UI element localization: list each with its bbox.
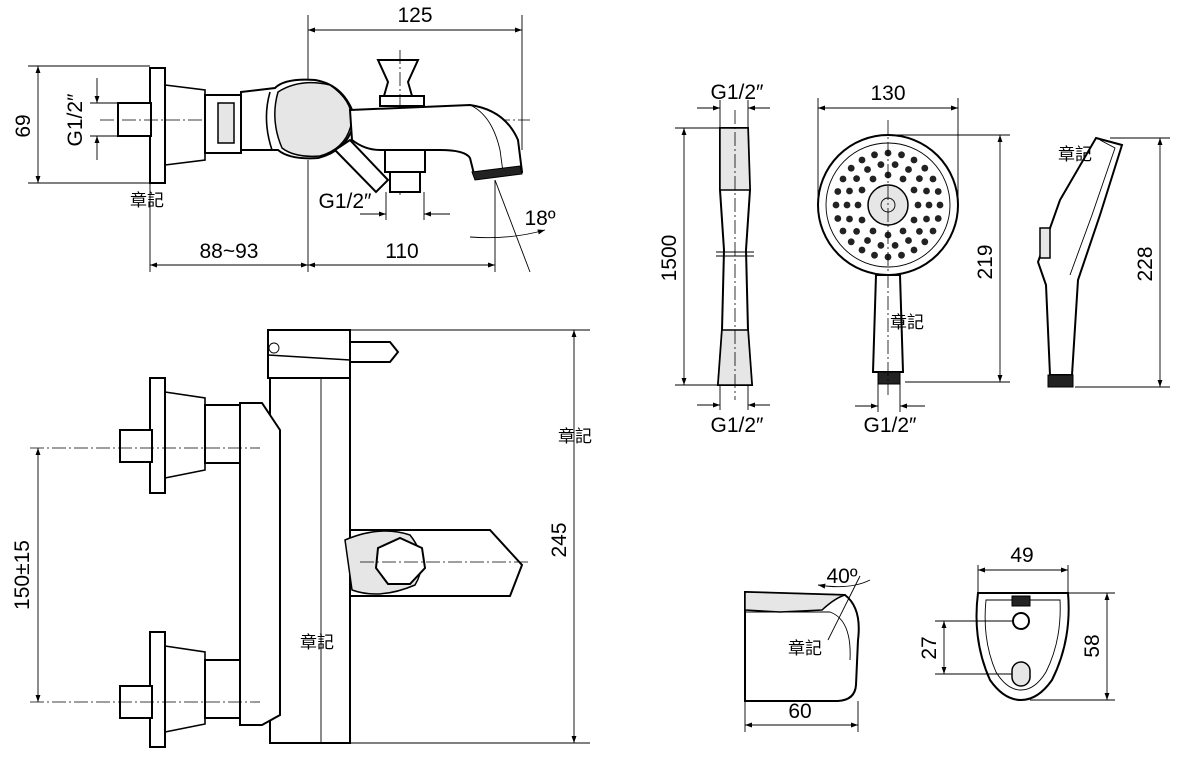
nozzle-dot <box>839 175 847 183</box>
nozzle-dot <box>898 151 905 159</box>
nozzle-dot <box>929 227 937 235</box>
dim-shower-thread: G1/2″ <box>864 414 918 437</box>
dim-shower-height: 219 <box>974 244 997 279</box>
nozzle-dot <box>899 175 907 183</box>
nozzle-dot <box>929 175 937 183</box>
dim-spout-length: 110 <box>385 240 418 263</box>
nozzle-dot <box>846 187 853 195</box>
nozzle-dot <box>921 238 929 246</box>
nozzle-dot <box>871 251 878 259</box>
nozzle-dot <box>916 175 923 183</box>
nozzle-dot <box>853 175 860 183</box>
stamp-holder-side: 章記 <box>788 639 822 659</box>
dim-holder-depth: 60 <box>788 700 811 723</box>
stamp-shower-front: 章記 <box>890 313 924 333</box>
dim-side-height: 228 <box>1134 246 1157 281</box>
nozzle-dot <box>934 188 942 195</box>
nozzle-dot <box>916 228 923 235</box>
nozzle-dot <box>858 246 866 254</box>
dim-holder-width: 49 <box>1010 544 1033 567</box>
stamp-mixer-front-body: 章記 <box>300 633 334 653</box>
nozzle-dot <box>832 201 840 209</box>
dim-height-69: 69 <box>12 114 35 137</box>
nozzle-dot <box>858 186 866 194</box>
dim-hose-bottom-thread: G1/2″ <box>711 414 765 437</box>
nozzle-dot <box>899 227 907 235</box>
nozzle-dot <box>846 215 853 223</box>
dim-hose-length: 1500 <box>658 235 681 282</box>
dim-shower-diameter: 130 <box>870 82 905 105</box>
nozzle-dot <box>854 201 862 209</box>
mixer-side-view: 125 69 G1/2″ G1/2″ 88~93 110 18º 章記 <box>12 4 556 273</box>
holder-side-view: 40º 60 章記 <box>744 565 871 732</box>
nozzle-dot <box>834 188 842 195</box>
dim-center-distance: 150±15 <box>11 540 34 610</box>
dim-holder-height: 58 <box>1081 634 1104 657</box>
nozzle-dot <box>864 166 871 173</box>
nozzle-dot <box>834 215 842 222</box>
nozzle-dot <box>910 216 918 224</box>
nozzle-dot <box>891 242 899 249</box>
dim-hose-top-thread: G1/2″ <box>711 81 765 104</box>
nozzle-dot <box>869 227 877 235</box>
nozzle-pattern <box>832 149 944 261</box>
nozzle-dot <box>858 156 866 164</box>
nozzle-dot <box>905 166 912 173</box>
nozzle-dot <box>923 215 930 223</box>
nozzle-dot <box>936 201 944 209</box>
nozzle-dot <box>898 251 905 259</box>
nozzle-dot <box>877 161 885 169</box>
nozzle-dot <box>905 237 912 244</box>
stamp-shower-side: 章記 <box>1058 145 1092 165</box>
hand-shower-front-view: 130 219 G1/2″ 章記 <box>817 82 1010 437</box>
dim-height-245: 245 <box>548 522 571 557</box>
nozzle-dot <box>847 238 855 246</box>
dim-angle-18: 18º <box>524 207 555 230</box>
dim-inlet-thread: G1/2″ <box>64 93 87 147</box>
nozzle-dot <box>914 201 922 209</box>
stamp-mixer-side: 章記 <box>130 191 164 211</box>
nozzle-dot <box>925 201 933 209</box>
hand-shower-side-view: 228 章記 <box>1036 136 1170 388</box>
nozzle-dot <box>843 201 851 209</box>
nozzle-dot <box>877 242 885 249</box>
nozzle-dot <box>934 215 942 222</box>
nozzle-dot <box>923 187 930 195</box>
dim-outlet-thread: G1/2″ <box>319 190 373 213</box>
dim-holder-angle: 40º <box>826 565 857 588</box>
nozzle-dot <box>891 161 899 169</box>
nozzle-dot <box>839 227 847 235</box>
hose-view: G1/2″ 1500 G1/2″ <box>658 81 770 437</box>
nozzle-dot <box>864 237 871 244</box>
nozzle-dot <box>858 216 866 224</box>
mixer-front-view: 150±15 245 章記 章記 <box>11 329 592 748</box>
holder-back-view: 49 58 27 <box>918 544 1115 702</box>
nozzle-dot <box>871 151 878 159</box>
nozzle-dot <box>910 246 918 254</box>
dim-width-top: 125 <box>397 4 432 27</box>
nozzle-dot <box>853 228 860 235</box>
nozzle-dot <box>910 186 918 194</box>
nozzle-dot <box>847 164 855 172</box>
nozzle-dot <box>910 156 918 164</box>
dim-offset: 88~93 <box>200 240 259 263</box>
nozzle-dot <box>921 164 929 172</box>
nozzle-dot <box>869 175 877 183</box>
dim-holder-hole-height: 27 <box>918 636 941 659</box>
stamp-mixer-front-right: 章記 <box>558 427 592 447</box>
